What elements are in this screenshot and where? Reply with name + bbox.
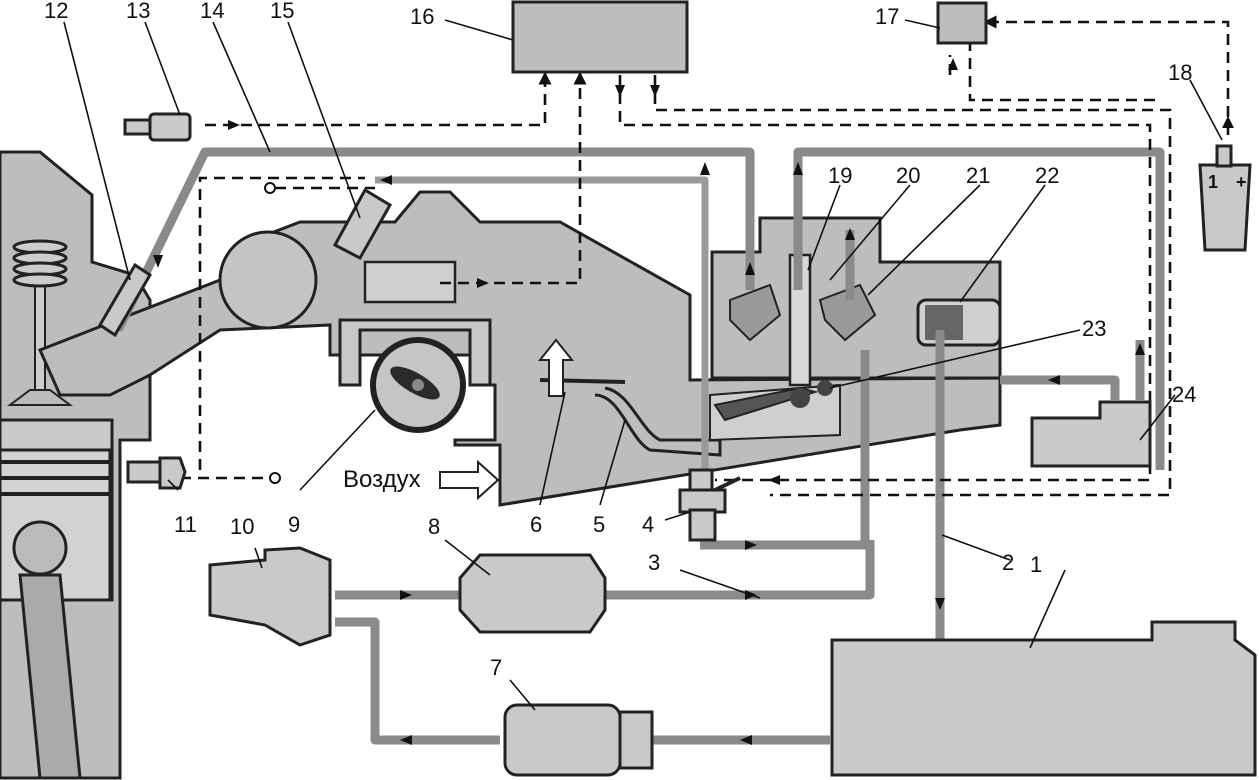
air-flow-meter (539, 378, 841, 457)
label-23: 23 (1082, 316, 1106, 341)
label-5: 5 (593, 512, 605, 537)
label-16: 16 (410, 4, 434, 29)
label-24: 24 (1172, 382, 1196, 407)
callout-labels: 1 2 3 4 5 6 7 8 9 10 11 12 13 14 15 16 1… (44, 0, 1196, 680)
label-1: 1 (1030, 552, 1042, 577)
fuel-filter-7 (503, 703, 654, 777)
idle-air-valve (338, 318, 492, 433)
label-17: 17 (875, 4, 899, 29)
ignition-coil-18: 1 + (1198, 144, 1252, 252)
label-20: 20 (896, 163, 920, 188)
flow-arrows (153, 58, 1234, 745)
label-7: 7 (490, 655, 502, 680)
label-22: 22 (1035, 163, 1059, 188)
cold-start-injector-15 (332, 187, 393, 260)
label-9: 9 (288, 512, 300, 537)
label-2: 2 (1002, 550, 1014, 575)
label-10: 10 (230, 514, 254, 539)
fuel-accumulator-8 (458, 553, 607, 634)
leader-lines (63, 19, 1223, 711)
label-13: 13 (126, 0, 150, 23)
fuel-tank-1 (830, 620, 1257, 777)
piston (0, 448, 112, 780)
label-19: 19 (828, 163, 852, 188)
label-14: 14 (200, 0, 224, 23)
label-4: 4 (642, 512, 654, 537)
label-3: 3 (648, 550, 660, 575)
label-6: 6 (530, 512, 542, 537)
warm-up-regulator-24 (1030, 400, 1152, 468)
relay (936, 1, 988, 45)
control-unit (511, 0, 689, 74)
sensor-13 (123, 112, 192, 142)
coolant-sensor-11 (126, 456, 187, 490)
injector-12 (97, 262, 153, 338)
coil-terminal-plus: + (1236, 172, 1247, 192)
aux-air-valve-4 (678, 468, 741, 542)
label-8: 8 (428, 514, 440, 539)
label-21: 21 (966, 163, 990, 188)
label-18: 18 (1168, 60, 1192, 85)
fuel-distributor (710, 216, 1002, 387)
fuel-pump-10 (208, 546, 332, 647)
air-label: Воздух (343, 466, 421, 493)
air-inlet: Воздух (343, 338, 575, 501)
coil-terminal-minus: 1 (1208, 172, 1218, 192)
label-15: 15 (270, 0, 294, 23)
valve-spring (7, 239, 73, 406)
label-11: 11 (174, 512, 197, 537)
label-12: 12 (44, 0, 68, 23)
